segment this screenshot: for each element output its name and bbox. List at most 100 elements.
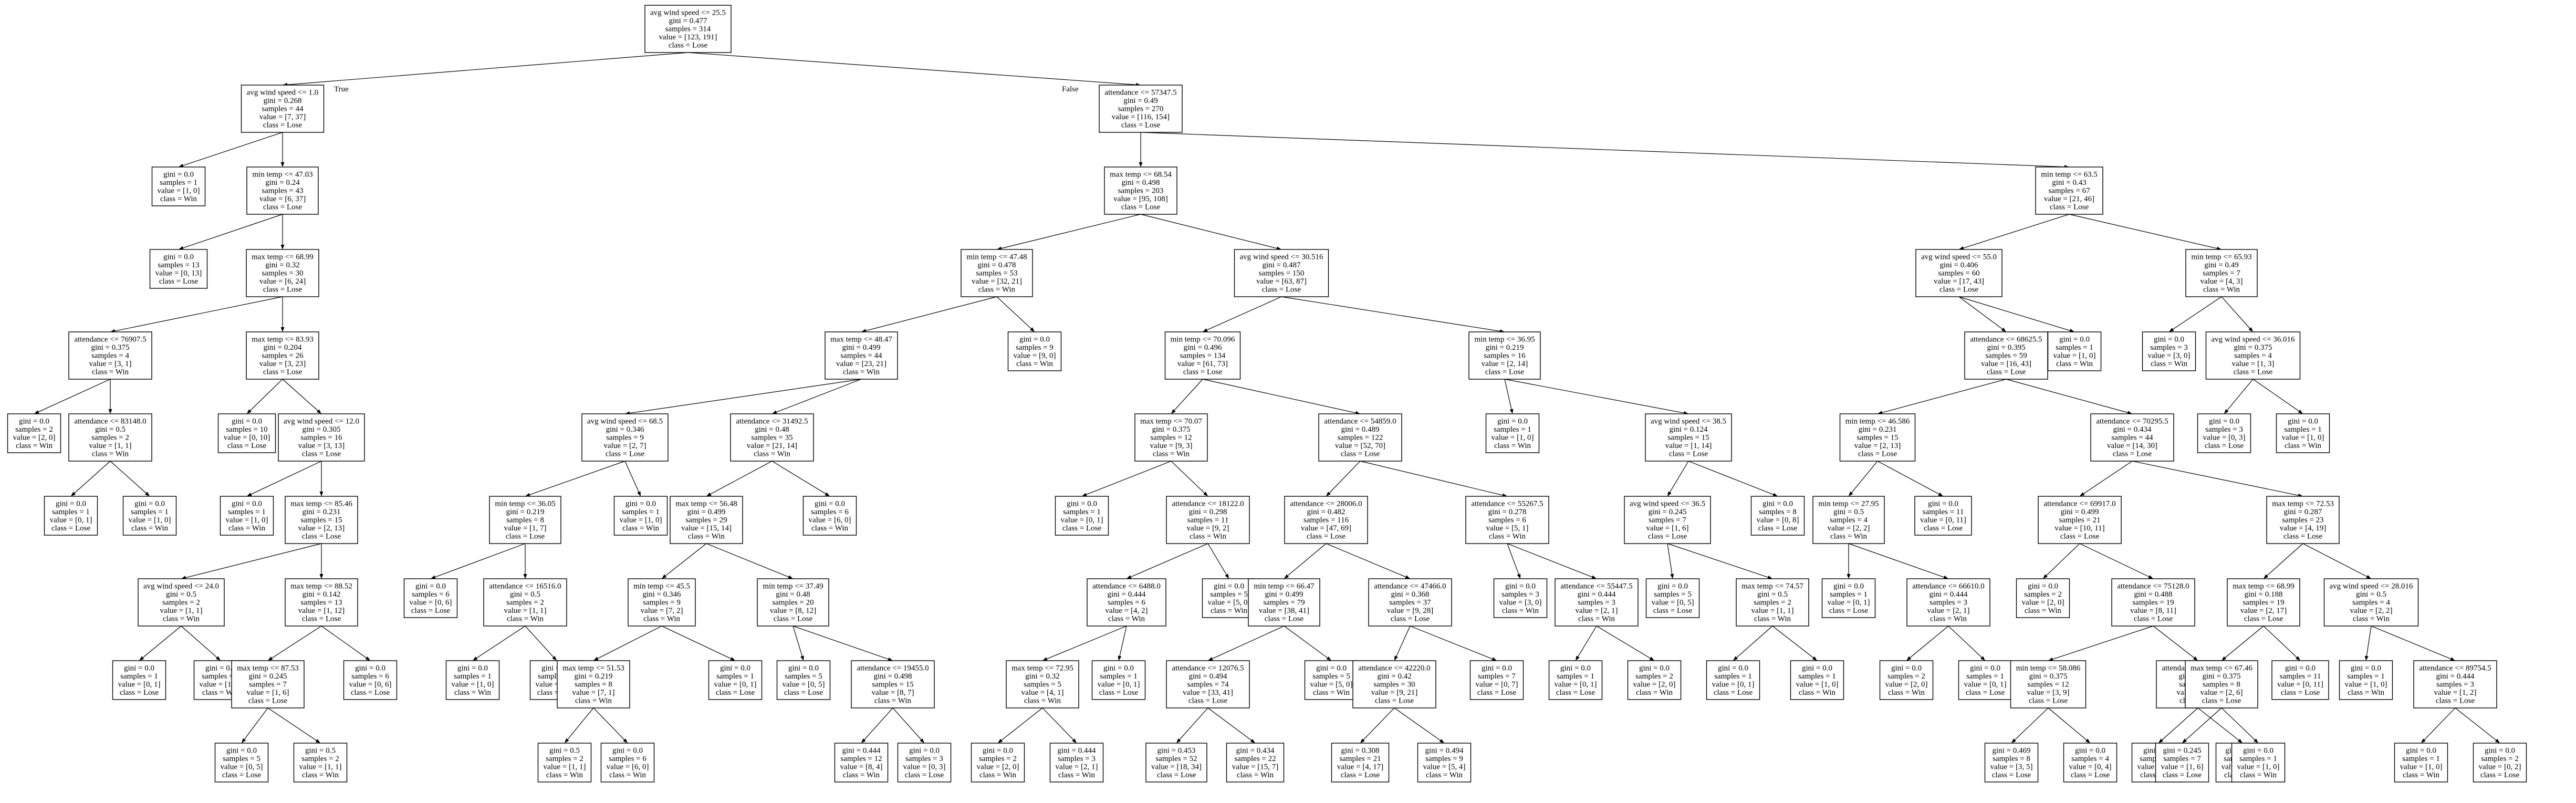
- tree-node-text: value = [2, 0]: [977, 763, 1019, 771]
- tree-node-text: attendance <= 18122.0: [1172, 500, 1244, 508]
- tree-node-text: value = [2, 1]: [1927, 607, 1970, 615]
- tree-node-box: [112, 660, 166, 700]
- tree-node-text: class = Win: [2348, 689, 2385, 697]
- tree-node-text: samples = 2: [1754, 599, 1791, 607]
- tree-node-text: value = [0, 13]: [155, 269, 202, 278]
- tree-edge-arrowhead: [319, 574, 324, 579]
- tree-node-text: class = Win: [546, 771, 583, 779]
- tree-node-text: samples = 44: [262, 105, 304, 113]
- tree-node-text: value = [1, 1]: [544, 763, 586, 771]
- tree-node-text: value = [1, 0]: [158, 187, 200, 195]
- tree-edge-arrowhead: [473, 656, 478, 661]
- tree-node-text: samples = 1: [160, 179, 197, 187]
- tree-edge: [1507, 543, 1592, 578]
- tree-edge-arrowhead: [1439, 738, 1444, 743]
- tree-edge: [2046, 543, 2080, 576]
- tree-node-box: [628, 578, 696, 627]
- tree-node-text: class = Lose: [716, 689, 755, 697]
- tree-node-text: samples = 7: [249, 681, 287, 689]
- tree-node-text: class = Lose: [2244, 615, 2283, 623]
- tree-edge-arrowhead: [2011, 738, 2016, 743]
- tree-node-text: class = Lose: [2029, 697, 2068, 705]
- tree-node-box: [802, 496, 857, 536]
- tree-node-text: value = [0, 10]: [224, 434, 270, 442]
- tree-edge-arrowhead: [1250, 738, 1255, 743]
- tree-node-box: [246, 166, 319, 215]
- tree-edge: [2197, 707, 2239, 741]
- tree-node-box: [776, 660, 831, 700]
- tree-node-text: value = [6, 24]: [259, 277, 306, 286]
- tree-node-text: gini = 0.278: [1488, 508, 1526, 516]
- tree-edge-arrowhead: [593, 656, 599, 661]
- tree-node-text: samples = 4: [2234, 352, 2272, 360]
- tree-node-text: value = [0, 1]: [1098, 681, 1140, 689]
- tree-node-text: class = Win: [643, 615, 681, 623]
- tree-edge-arrowhead: [998, 738, 1003, 743]
- tree-node-text: gini = 0.0: [1639, 664, 1670, 673]
- tree-node-text: value = [0, 5]: [1652, 599, 1694, 607]
- tree-edge-arrowhead: [1072, 738, 1077, 743]
- tree-node-text: value = [2, 2]: [2350, 607, 2393, 615]
- tree-edge-arrowhead: [2148, 575, 2153, 579]
- tree-node-text: max temp <= 68.54: [1110, 171, 1172, 179]
- tree-node-text: class = Lose: [120, 689, 159, 697]
- tree-node-box: [1465, 496, 1549, 544]
- tree-node-text: value = [0, 3]: [903, 763, 946, 771]
- tree-edge: [597, 625, 662, 659]
- tree-node-text: samples = 4: [1830, 516, 1868, 525]
- tree-edge: [2366, 625, 2372, 656]
- tree-node-text: value = [0, 6]: [410, 599, 452, 607]
- tree-node-text: gini = 0.0: [457, 664, 488, 673]
- tree-node-text: gini = 0.494: [1425, 747, 1464, 755]
- tree-node-text: samples = 26: [262, 352, 304, 360]
- tree-node-text: min temp <= 63.5: [2041, 171, 2098, 179]
- tree-node-text: gini = 0.368: [1391, 590, 1429, 599]
- tree-edge-arrowhead: [1649, 656, 1654, 661]
- tree-node-text: class = Lose: [1758, 524, 1798, 533]
- tree-node-box: [1087, 578, 1166, 627]
- tree-node-text: value = [7, 37]: [259, 113, 306, 121]
- tree-node-text: value = [4, 1]: [1021, 689, 1064, 697]
- tree-edge-arrowhead: [523, 574, 527, 579]
- tree-node-box: [1468, 331, 1541, 380]
- tree-node-text: class = Lose: [2283, 533, 2323, 541]
- tree-node-text: value = [9, 2]: [1187, 524, 1229, 533]
- tree-node-text: avg wind speed <= 30.516: [1240, 253, 1323, 262]
- tree-edge: [2185, 707, 2222, 741]
- tree-node-text: gini = 0.375: [91, 343, 129, 352]
- tree-node-text: samples = 2: [15, 425, 53, 434]
- tree-node-text: samples = 122: [1338, 434, 1383, 442]
- tree-node-text: class = Win: [2151, 360, 2188, 368]
- tree-edge-arrowhead: [1509, 409, 1514, 414]
- tree-edge-arrowhead: [1959, 246, 1964, 250]
- tree-edge-arrowhead: [623, 738, 628, 743]
- tree-edge-arrowhead: [34, 410, 39, 414]
- tree-node-text: class = Lose: [263, 286, 303, 294]
- tree-edge-arrowhead: [1591, 575, 1597, 579]
- tree-node-text: samples = 1: [1557, 672, 1594, 681]
- tree-node-text: avg wind speed <= 36.016: [2212, 336, 2295, 344]
- tree-node-text: class = Win: [1211, 607, 1248, 615]
- tree-node-text: value = [0, 1]: [1712, 681, 1755, 689]
- tree-node-box: [214, 743, 269, 783]
- tree-node-text: value = [1, 6]: [2161, 763, 2204, 771]
- tree-edge-arrowhead: [1943, 575, 1948, 579]
- tree-node-box: [246, 249, 319, 297]
- tree-node-box: [151, 166, 206, 206]
